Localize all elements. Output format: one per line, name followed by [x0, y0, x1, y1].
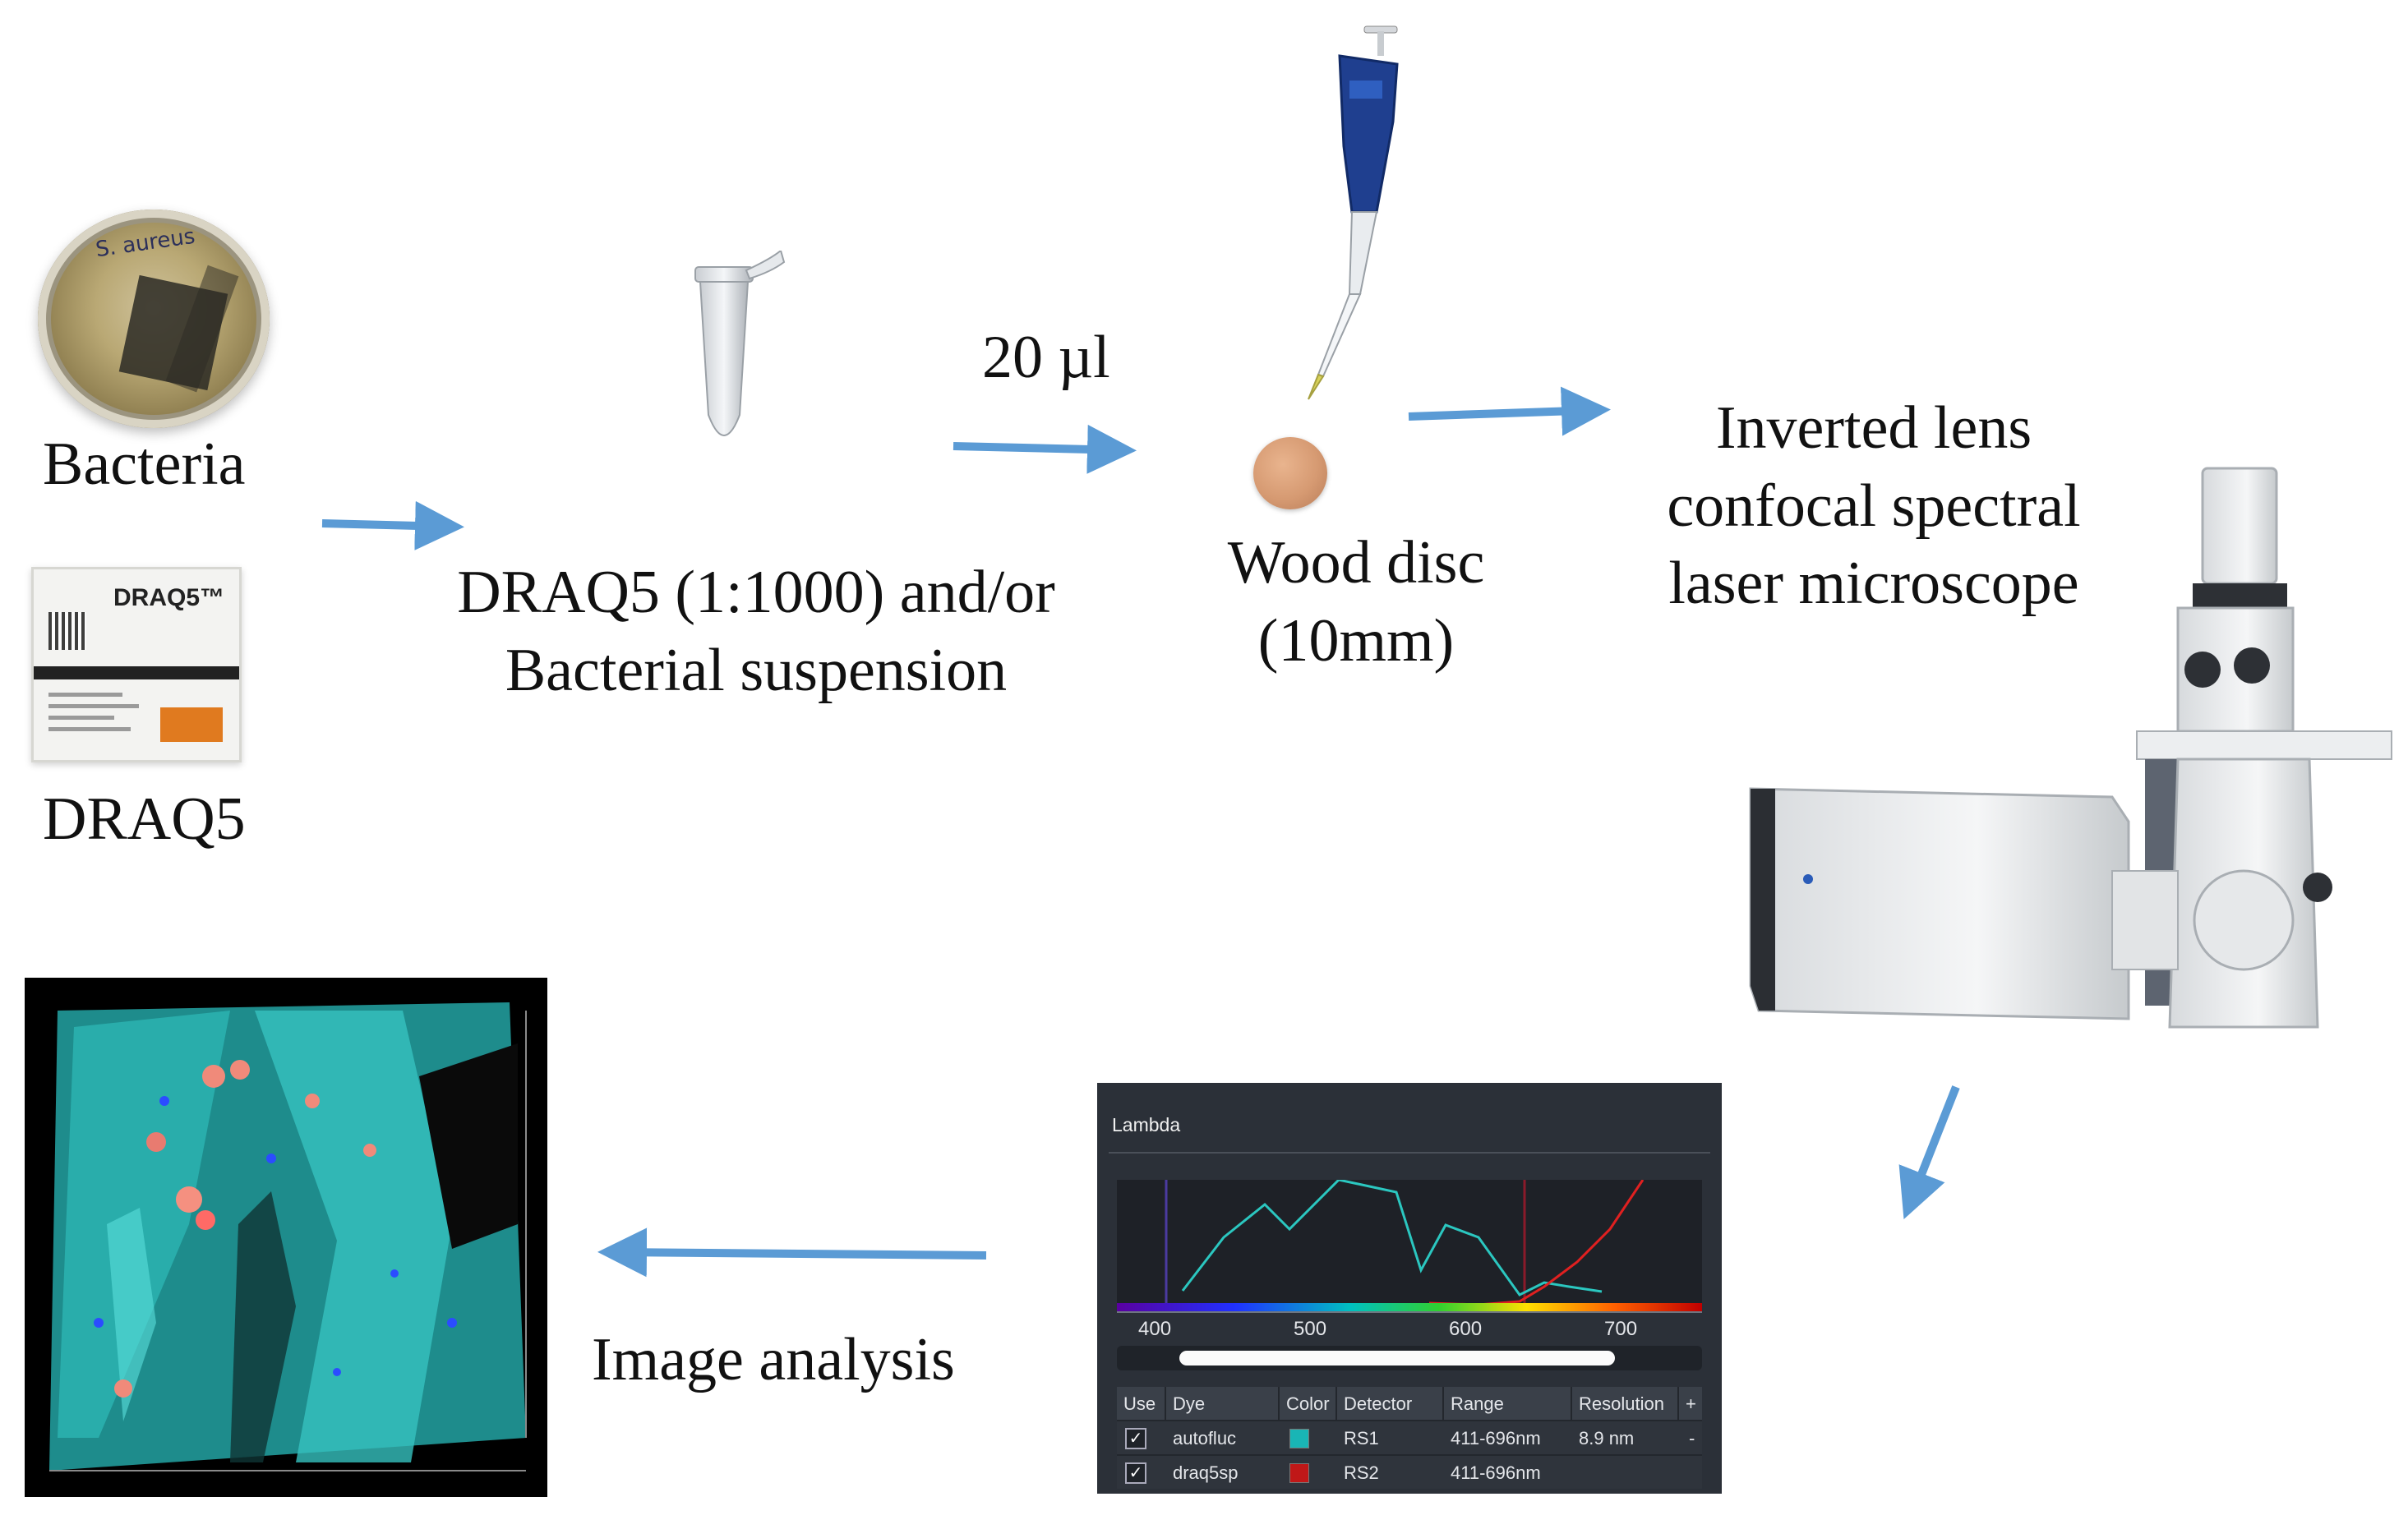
suspension-label: DRAQ5 (1:1000) and/or Bacterial suspensi…	[403, 554, 1109, 709]
draq5-label: DRAQ5	[43, 785, 246, 853]
header-use: Use	[1123, 1393, 1156, 1414]
header-range: Range	[1451, 1393, 1504, 1414]
tick-label-700: 700	[1604, 1318, 1638, 1340]
header-color: Color	[1286, 1393, 1330, 1414]
draq5-brand: DRAQ5™	[113, 584, 224, 611]
range-value[interactable]: 411-696nm	[1451, 1462, 1541, 1483]
col-sep	[1571, 1387, 1572, 1420]
lambda-title: Lambda	[1112, 1114, 1181, 1135]
detector-value: RS1	[1344, 1428, 1379, 1448]
header-dye: Dye	[1173, 1393, 1206, 1414]
color-swatch[interactable]	[1289, 1429, 1309, 1448]
volume-label: 20 µl	[982, 324, 1110, 391]
box-text-line	[48, 727, 131, 731]
petri-dish-photo: S. aureus	[38, 210, 270, 428]
suspension-label-line1: DRAQ5 (1:1000) and/or	[457, 559, 1055, 626]
col-sep	[1335, 1387, 1337, 1420]
tick-label-400: 400	[1138, 1318, 1172, 1340]
lambda-panel: Lambda 400 500 600 700 Use Dye Color Det…	[1097, 1083, 1722, 1494]
box-text-line	[48, 704, 139, 708]
resolution-value[interactable]: 8.9 nm	[1579, 1428, 1635, 1448]
spectrum-plot	[1117, 1180, 1702, 1311]
wood-disc-label-line1: Wood disc	[1227, 529, 1485, 596]
bacteria-label: Bacteria	[43, 431, 246, 498]
confocal-microscope-icon	[1749, 467, 2392, 1029]
image-analysis-label: Image analysis	[592, 1326, 955, 1393]
dye-table-header: Use Dye Color Detector Range Resolution …	[1117, 1387, 1702, 1420]
microscope-label-line1: Inverted lens	[1715, 394, 2032, 462]
box-text-line	[48, 693, 122, 697]
pipette-icon	[1308, 25, 1399, 400]
microscope-label-line2: confocal spectral	[1667, 472, 2081, 540]
confocal-3d-image	[25, 978, 547, 1497]
header-resolution: Resolution	[1579, 1393, 1664, 1414]
col-sep	[1165, 1387, 1166, 1420]
lambda-separator	[1109, 1152, 1710, 1154]
spectrum-autofluc-line	[1181, 1180, 1603, 1296]
spectrum-ticks	[1117, 1311, 1702, 1313]
microscope-label-line3: laser microscope	[1668, 550, 2079, 618]
dye-table: Use Dye Color Detector Range Resolution …	[1117, 1387, 1702, 1489]
box-text-line	[48, 716, 114, 720]
use-checkbox[interactable]: ✓	[1125, 1462, 1146, 1484]
dye-select[interactable]: draq5sp	[1173, 1462, 1239, 1483]
color-swatch[interactable]	[1289, 1463, 1309, 1483]
wood-disc-label: Wood disc (10mm)	[1167, 524, 1545, 679]
header-detector: Detector	[1344, 1393, 1413, 1414]
use-checkbox[interactable]: ✓	[1125, 1428, 1146, 1449]
table-row: ✓ autofluc RS1 411-696nm 8.9 nm -	[1117, 1420, 1702, 1454]
qr-code-icon	[48, 612, 86, 650]
arrow-to-microscope	[1408, 386, 1611, 436]
arrow-to-suspension	[321, 500, 464, 550]
col-sep	[1442, 1387, 1444, 1420]
confocal-render	[49, 1002, 527, 1471]
wood-disc-label-line2: (10mm)	[1257, 606, 1455, 675]
box-band	[34, 666, 239, 679]
range-slider[interactable]	[1179, 1351, 1615, 1366]
draq5-box-photo: DRAQ5™	[31, 567, 242, 762]
arrow-to-lambda	[1898, 1085, 1960, 1219]
detector-value: RS2	[1344, 1462, 1379, 1483]
range-value[interactable]: 411-696nm	[1451, 1428, 1541, 1448]
microcentrifuge-tube-icon	[694, 251, 786, 436]
arrow-to-wood-disc	[953, 424, 1137, 474]
arrow-to-image	[597, 1227, 987, 1278]
warning-label	[160, 707, 223, 742]
col-sep	[1278, 1387, 1280, 1420]
add-row-button[interactable]: +	[1686, 1393, 1696, 1414]
wood-disc-photo	[1253, 437, 1327, 509]
col-sep	[1677, 1387, 1679, 1420]
petri-handwriting: S. aureus	[94, 223, 197, 263]
remove-row-button[interactable]: -	[1689, 1428, 1695, 1448]
suspension-label-line2: Bacterial suspension	[505, 636, 1008, 704]
table-row: ✓ draq5sp RS2 411-696nm	[1117, 1454, 1702, 1489]
microscope-label: Inverted lens confocal spectral laser mi…	[1586, 389, 2161, 623]
tick-label-600: 600	[1449, 1318, 1483, 1340]
tick-label-500: 500	[1294, 1318, 1327, 1340]
dye-select[interactable]: autofluc	[1173, 1428, 1237, 1448]
